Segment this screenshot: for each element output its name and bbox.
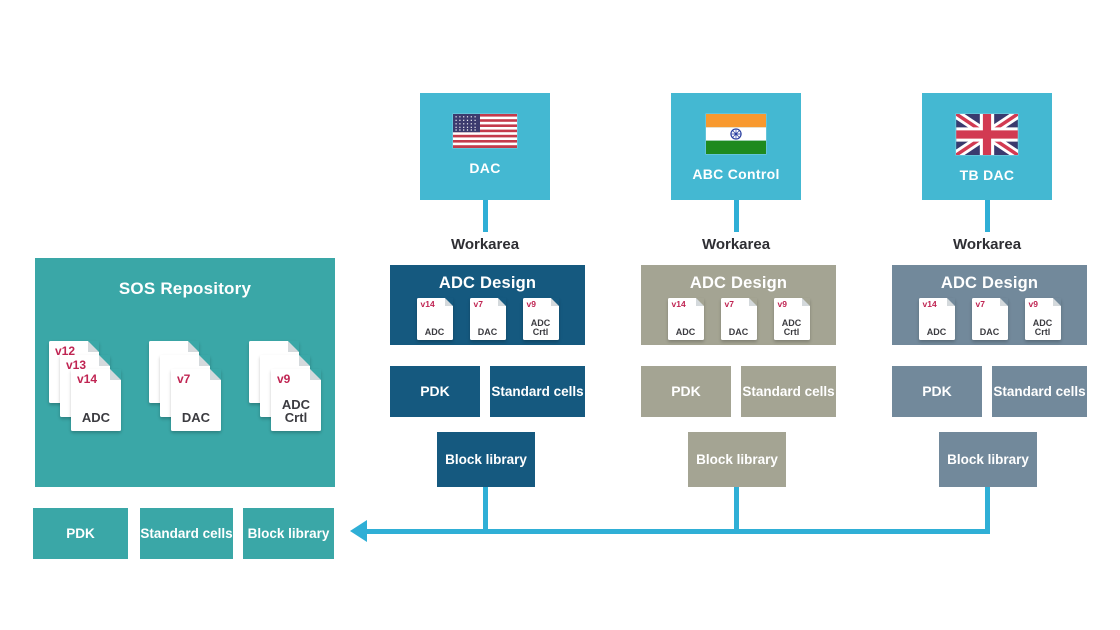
workarea-title: TB DAC	[959, 167, 1015, 183]
design-documents: v14 ADC v7 DAC v9 ADC Crtl	[918, 297, 1061, 340]
column-tb-dac: TB DAC Workarea ADC Design v14 ADC v7 DA…	[892, 93, 1087, 534]
doc-version: v7	[177, 372, 191, 386]
standard-cells-box: Standard cells	[490, 366, 585, 417]
doc-version: v14	[77, 372, 98, 386]
workarea-title: DAC	[469, 160, 501, 176]
workarea-header-abc-control: ABC Control	[671, 93, 801, 200]
document-stack-adc-crtl: v9 ADC Crtl	[249, 341, 321, 433]
document-stacks: v12 v13 v14 ADC	[35, 341, 335, 433]
doc-version: v12	[55, 344, 76, 358]
doc-name: ADC Crtl	[530, 317, 551, 337]
doc-version: v13	[66, 358, 87, 372]
doc-name: DAC	[979, 326, 1000, 337]
workarea-header-dac: DAC	[420, 93, 550, 200]
adc-design-title: ADC Design	[689, 274, 788, 292]
workarea-label: Workarea	[952, 236, 1022, 253]
block-library-box: Block library	[939, 432, 1037, 487]
workarea-title: ABC Control	[692, 166, 780, 182]
column-abc-control: ABC Control Workarea ADC Design v14 ADC …	[641, 93, 836, 534]
workarea-header-tb-dac: TB DAC	[922, 93, 1052, 200]
doc-version: v7	[724, 298, 734, 309]
document-icon: v9 ADC Crtl	[1024, 297, 1061, 340]
doc-version: v7	[473, 298, 483, 309]
connector-line	[734, 200, 739, 232]
connector-line	[483, 200, 488, 232]
doc-version: v9	[777, 298, 787, 309]
doc-name: ADC	[926, 326, 947, 337]
document-icon: v7 DAC	[720, 297, 757, 340]
connector-line	[734, 487, 739, 534]
feedback-arrow-line	[367, 529, 990, 534]
document-icon: v7 DAC	[469, 297, 506, 340]
document-icon: v9 ADC Crtl	[773, 297, 810, 340]
adc-design-title: ADC Design	[940, 274, 1039, 292]
shared-block-library-box: Block library	[243, 508, 334, 559]
doc-version: v14	[420, 298, 435, 309]
doc-name: ADC	[424, 326, 445, 337]
pdk-box: PDK	[641, 366, 731, 417]
doc-version: v14	[671, 298, 686, 309]
document-icon: v14 ADC	[667, 297, 704, 340]
design-documents: v14 ADC v7 DAC v9 ADC Crtl	[667, 297, 810, 340]
document-icon: v14 ADC	[416, 297, 453, 340]
adc-design-box: ADC Design v14 ADC v7 DAC v9 ADC Crtl	[641, 265, 836, 345]
doc-name: ADC Crtl	[781, 317, 802, 337]
document-icon: v9 ADC Crtl	[522, 297, 559, 340]
sos-repository-panel: SOS Repository v12 v13 v14 ADC	[35, 258, 335, 487]
doc-name: ADC Crtl	[281, 396, 311, 426]
block-library-box: Block library	[437, 432, 535, 487]
doc-version: v9	[1028, 298, 1038, 309]
standard-cells-box: Standard cells	[741, 366, 836, 417]
doc-name: ADC	[675, 326, 696, 337]
doc-name: ADC	[81, 410, 111, 426]
workarea-label: Workarea	[450, 236, 520, 253]
document-stack-adc: v12 v13 v14 ADC	[49, 341, 121, 433]
doc-version: v9	[277, 372, 291, 386]
document-stack-dac: v7 DAC	[149, 341, 221, 433]
doc-name: DAC	[477, 326, 498, 337]
feedback-arrowhead-icon	[350, 520, 367, 542]
column-dac: DAC Workarea ADC Design v14 ADC v7 DAC v…	[390, 93, 585, 534]
connector-line	[483, 487, 488, 534]
connector-line	[985, 487, 990, 534]
doc-name: DAC	[181, 410, 211, 426]
doc-version: v9	[526, 298, 536, 309]
shared-standard-cells-box: Standard cells	[140, 508, 233, 559]
pdk-box: PDK	[892, 366, 982, 417]
india-flag-icon	[706, 114, 766, 154]
design-documents: v14 ADC v7 DAC v9 ADC Crtl	[416, 297, 559, 340]
pdk-box: PDK	[390, 366, 480, 417]
document-icon: v7 DAC	[971, 297, 1008, 340]
doc-name: ADC Crtl	[1032, 317, 1053, 337]
document-icon: v9 ADC Crtl	[271, 369, 321, 431]
doc-version: v7	[975, 298, 985, 309]
doc-version: v14	[922, 298, 937, 309]
us-flag-icon	[453, 114, 517, 148]
connector-line	[985, 200, 990, 232]
adc-design-box: ADC Design v14 ADC v7 DAC v9 ADC Crtl	[892, 265, 1087, 345]
uk-flag-icon	[956, 114, 1018, 155]
block-library-box: Block library	[688, 432, 786, 487]
sos-repository-title: SOS Repository	[118, 279, 252, 298]
doc-name: DAC	[728, 326, 749, 337]
shared-pdk-box: PDK	[33, 508, 128, 559]
document-icon: v7 DAC	[171, 369, 221, 431]
document-icon: v14 ADC	[71, 369, 121, 431]
adc-design-box: ADC Design v14 ADC v7 DAC v9 ADC Crtl	[390, 265, 585, 345]
document-icon: v14 ADC	[918, 297, 955, 340]
adc-design-title: ADC Design	[438, 274, 537, 292]
workarea-label: Workarea	[701, 236, 771, 253]
standard-cells-box: Standard cells	[992, 366, 1087, 417]
